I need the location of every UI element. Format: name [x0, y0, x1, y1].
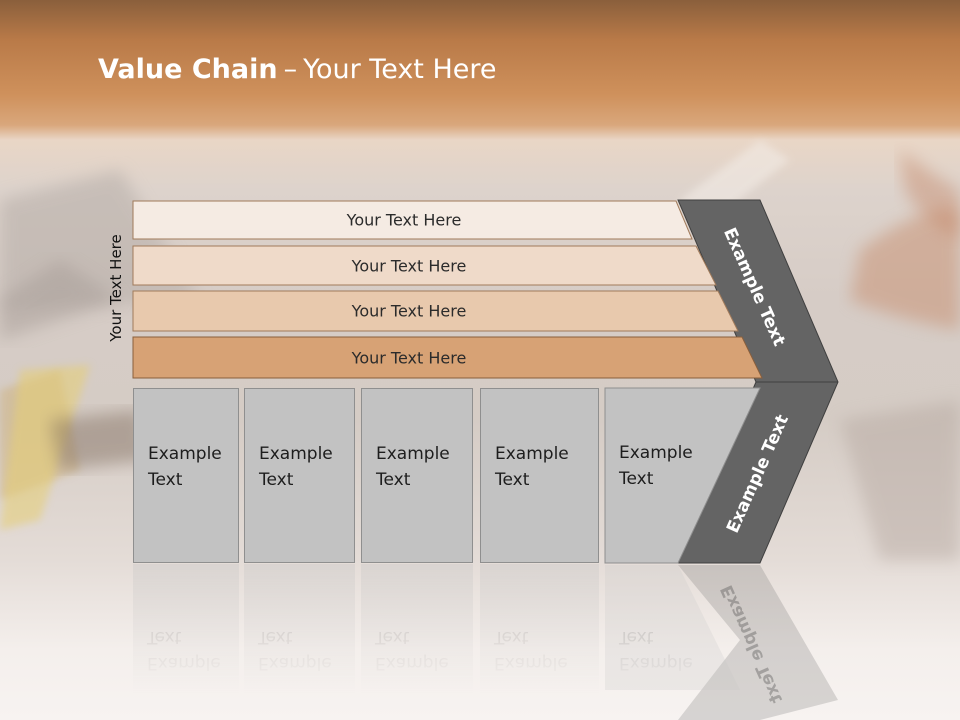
column-3-reflection-text: Example Text	[375, 627, 449, 673]
arrow-label-upper: Example Text	[719, 224, 789, 350]
column-1-reflection-text: Example Text	[147, 627, 221, 673]
band-2-label: Your Text Here	[351, 256, 467, 275]
column-3-reflection: Example Text	[361, 564, 473, 694]
band-4: Your Text Here	[133, 337, 699, 378]
side-label: Your Text Here	[107, 234, 125, 342]
column-5: Example Text	[605, 388, 725, 563]
column-4-reflection-text: Example Text	[494, 627, 568, 673]
column-3: Example Text	[361, 388, 473, 563]
arrow-label-lower: Example Text	[723, 411, 793, 537]
column-4: Example Text	[480, 388, 599, 563]
title-bold: Value Chain	[98, 54, 278, 85]
column-3-text: Example Text	[376, 444, 450, 490]
column-2-reflection-text: Example Text	[258, 627, 332, 673]
column-2-reflection: Example Text	[244, 564, 355, 694]
arrow-label-lower-reflection: Example Text	[717, 581, 787, 707]
slide-title: Value Chain–Your Text Here	[98, 54, 497, 85]
column-2: Example Text	[244, 388, 355, 563]
column-5-reflection: Example Text	[605, 564, 725, 694]
column-4-text: Example Text	[495, 444, 569, 490]
column-4-reflection: Example Text	[480, 564, 599, 694]
band-3: Your Text Here	[133, 291, 699, 331]
title-rest: Your Text Here	[303, 54, 497, 85]
column-1-text: Example Text	[148, 444, 222, 490]
band-1-label: Your Text Here	[346, 210, 462, 230]
column-5-reflection-text: Example Text	[619, 627, 693, 673]
band-1: Your Text Here	[133, 201, 689, 239]
title-separator: –	[283, 54, 298, 85]
column-5-text: Example Text	[619, 443, 693, 489]
column-1-reflection: Example Text	[133, 564, 239, 694]
column-1: Example Text	[133, 388, 239, 563]
band-2: Your Text Here	[133, 246, 699, 285]
band-3-label: Your Text Here	[351, 301, 467, 321]
band-4-label: Your Text Here	[351, 348, 467, 367]
column-2-text: Example Text	[259, 444, 333, 490]
